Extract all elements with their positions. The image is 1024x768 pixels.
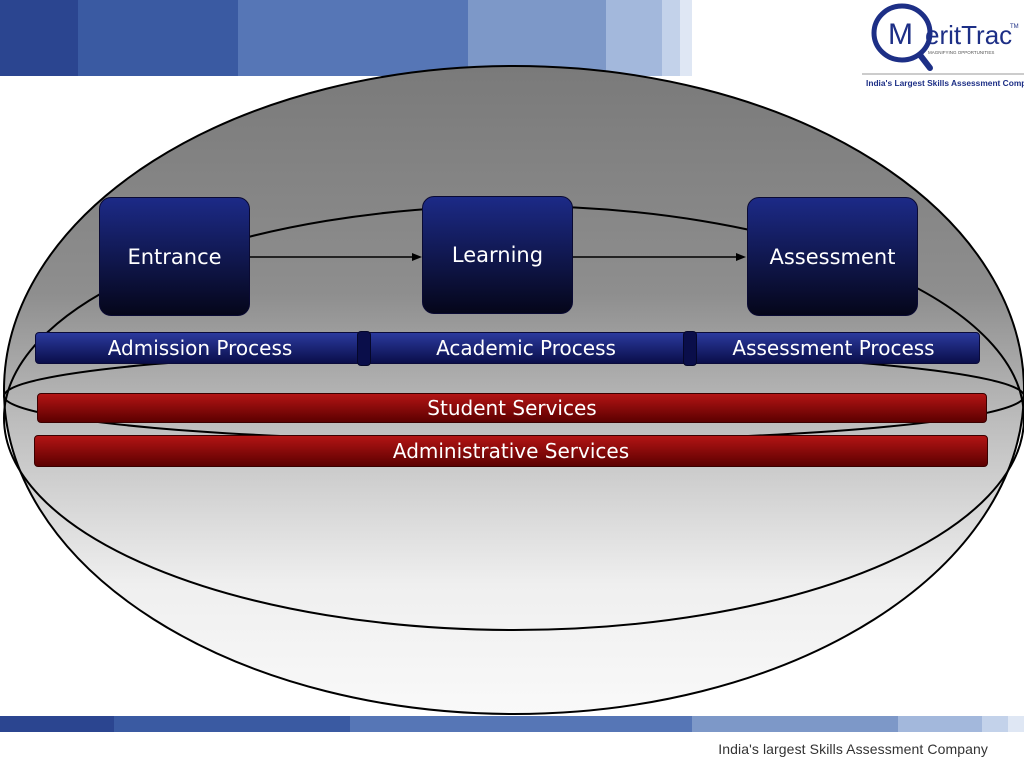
service-bar-administrative: Administrative Services bbox=[34, 435, 988, 467]
stage-assessment-label: Assessment bbox=[769, 244, 896, 269]
svg-text:eritTrac: eritTrac bbox=[925, 20, 1012, 50]
stage-entrance-label: Entrance bbox=[127, 244, 222, 269]
stage-assessment-box: Assessment bbox=[747, 197, 918, 316]
process-bar-academic: Academic Process bbox=[363, 332, 689, 364]
logo-letter-m: M bbox=[888, 18, 913, 51]
stage-entrance-box: Entrance bbox=[99, 197, 250, 316]
outer-ellipse bbox=[3, 65, 1024, 715]
process-bar-assessment: Assessment Process bbox=[687, 332, 980, 364]
service-label-student: Student Services bbox=[427, 396, 597, 420]
merittrac-logo: M eritTrac TM MAGNIFYING OPPORTUNITIES I… bbox=[862, 0, 1024, 95]
process-bar-admission: Admission Process bbox=[35, 332, 365, 364]
bottom-decorative-band bbox=[0, 716, 1024, 732]
logo-subtitle: India's Largest Skills Assessment Compan… bbox=[866, 78, 1024, 88]
process-divider-2 bbox=[683, 331, 697, 366]
process-label-assessment: Assessment Process bbox=[732, 336, 935, 360]
top-decorative-band bbox=[0, 0, 692, 76]
service-label-administrative: Administrative Services bbox=[392, 439, 630, 463]
footer-tagline: India's largest Skills Assessment Compan… bbox=[718, 741, 988, 757]
svg-text:MAGNIFYING OPPORTUNITIES: MAGNIFYING OPPORTUNITIES bbox=[928, 50, 994, 55]
stage-learning-label: Learning bbox=[451, 243, 544, 267]
svg-text:TM: TM bbox=[1010, 24, 1019, 30]
service-bar-student: Student Services bbox=[37, 393, 987, 423]
process-label-admission: Admission Process bbox=[107, 336, 293, 360]
process-divider-1 bbox=[357, 331, 371, 366]
process-label-academic: Academic Process bbox=[436, 336, 616, 360]
stage-learning-box: Learning bbox=[422, 196, 573, 314]
